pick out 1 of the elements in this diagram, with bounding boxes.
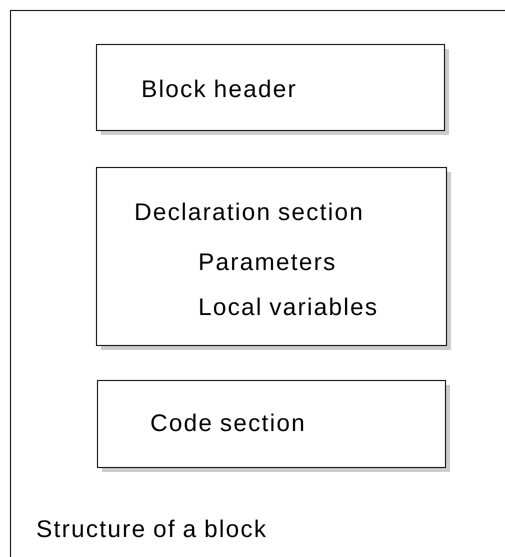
frame-caption: Structure of a block xyxy=(37,520,266,538)
